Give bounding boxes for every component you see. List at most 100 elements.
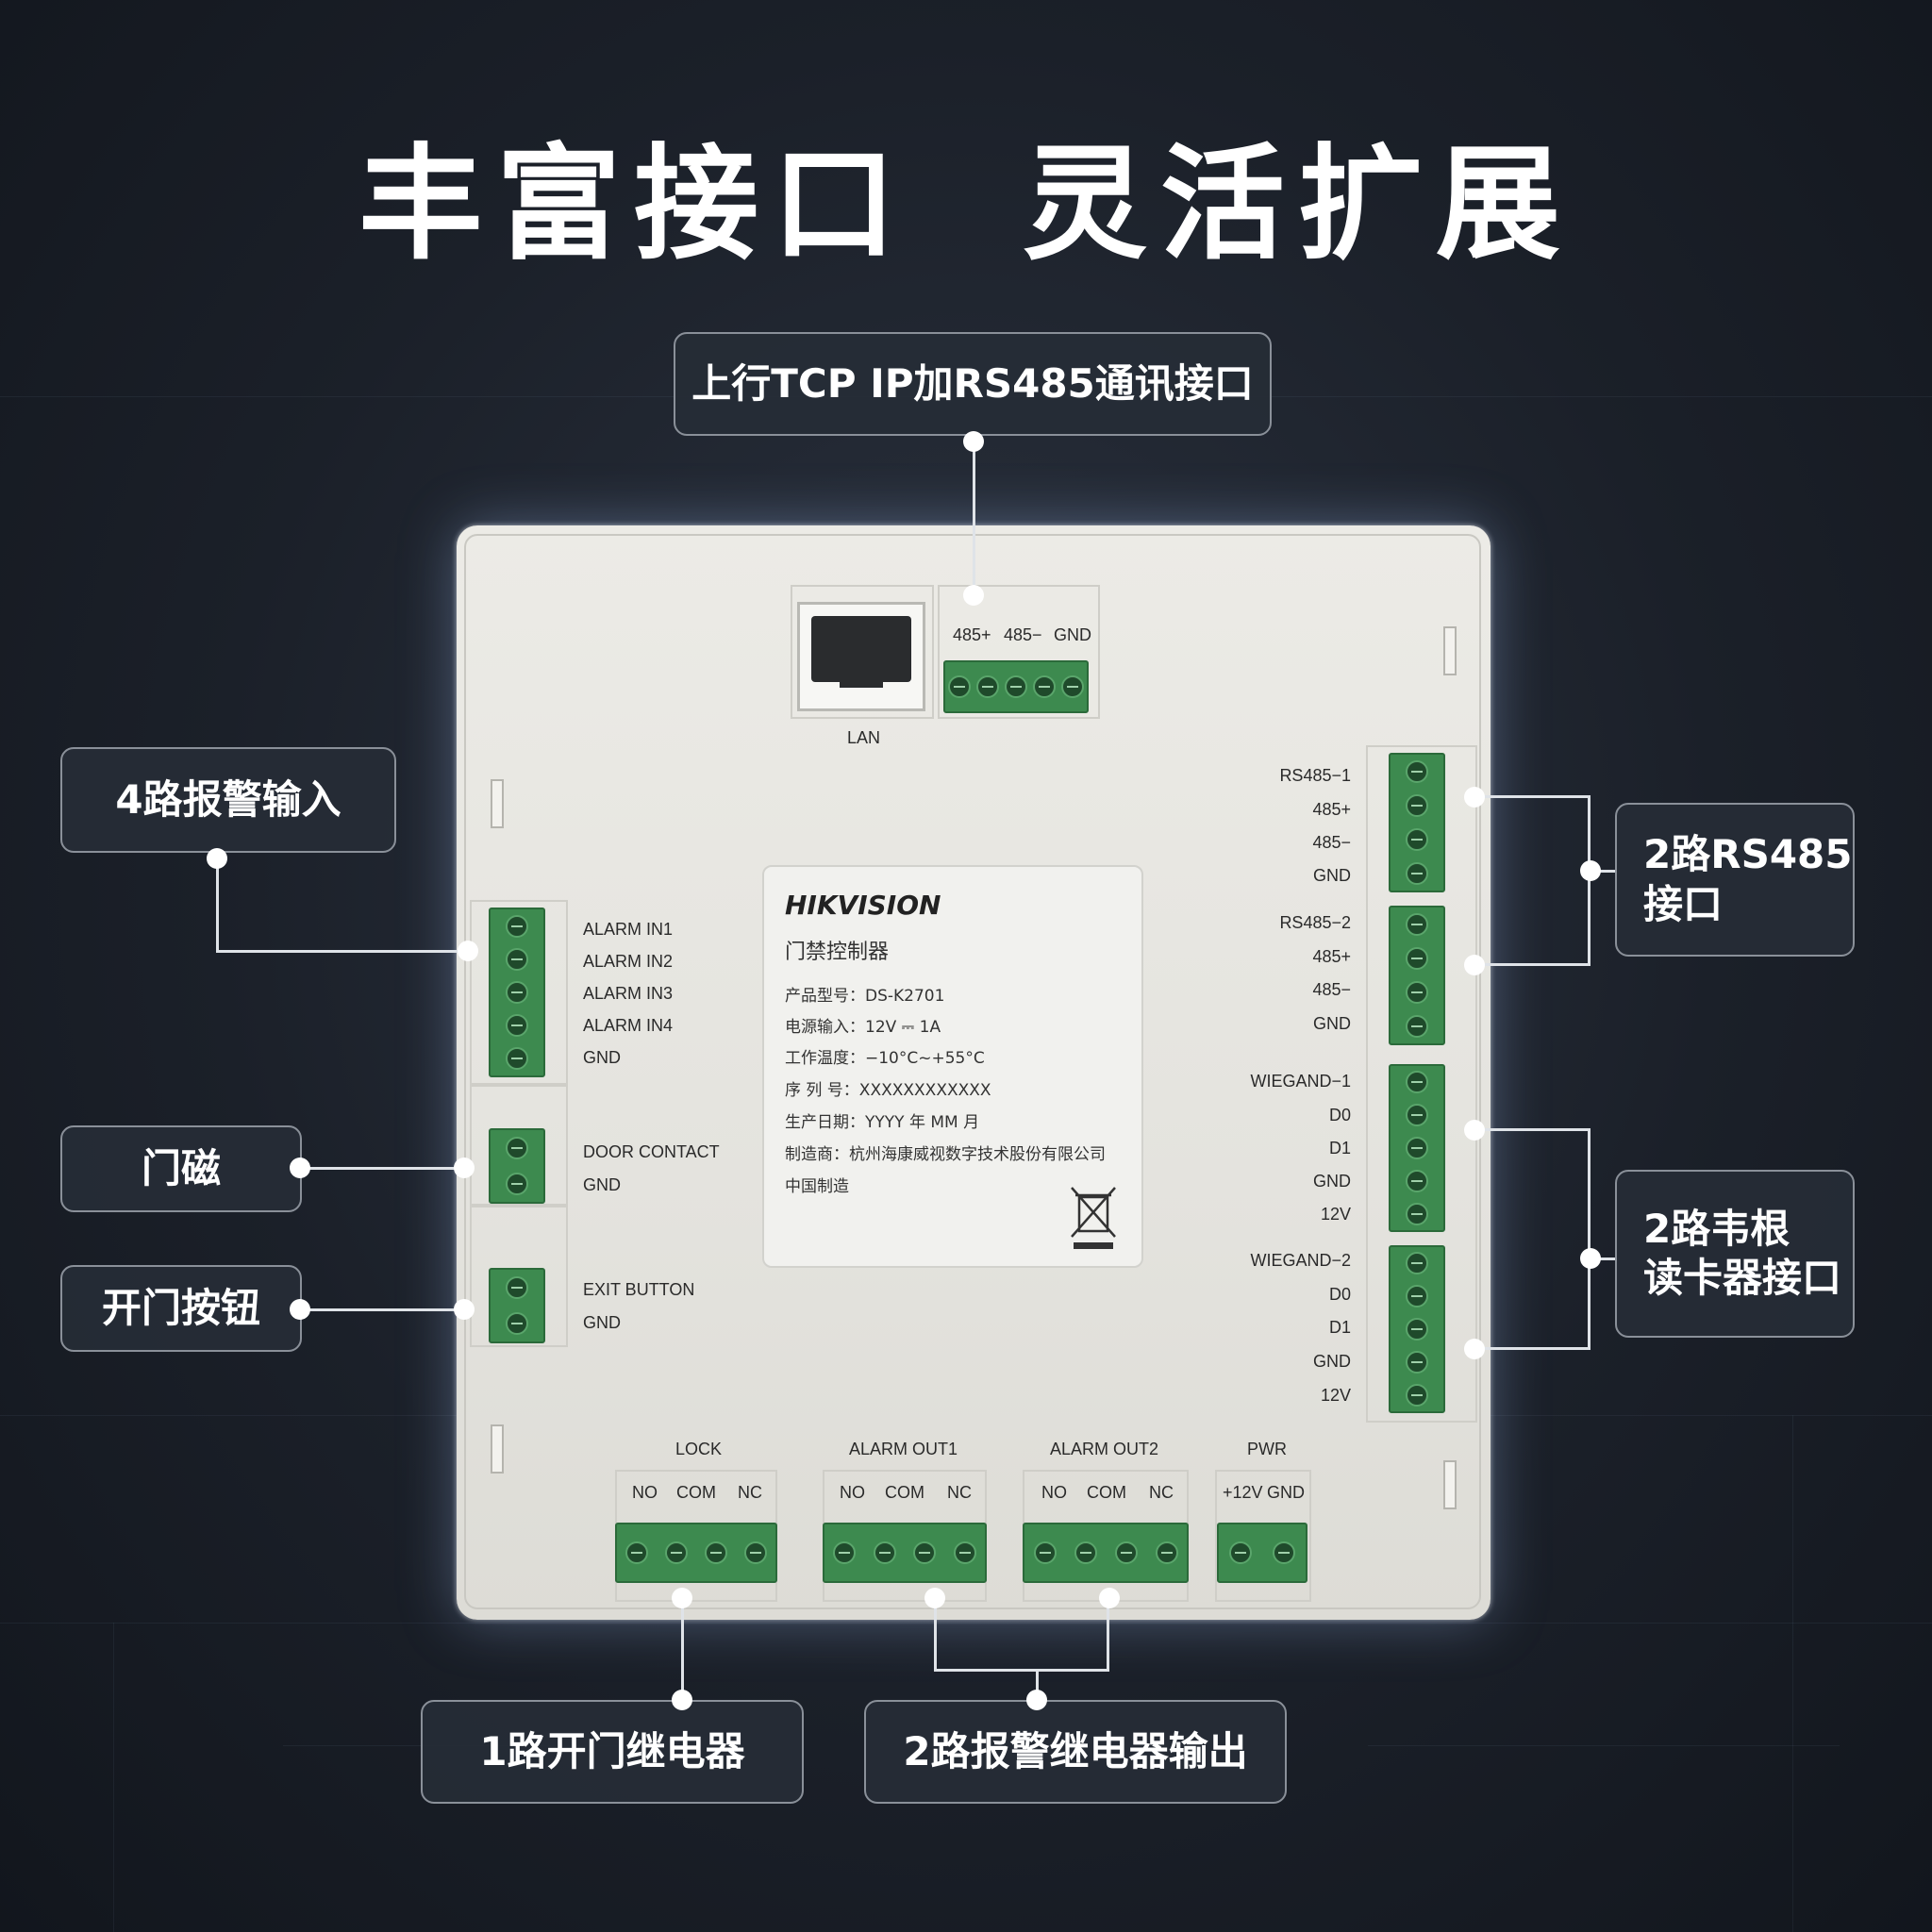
screw-icon (1406, 1317, 1428, 1341)
lan-label: LAN (847, 728, 881, 747)
alarm-out2-no-label: NO (1041, 1483, 1067, 1502)
callout-uplink-text: 上行TCP IP加RS485通讯接口 (691, 359, 1254, 407)
alarm-out2-nc-label: NC (1149, 1483, 1174, 1502)
exit-button-label: EXIT BUTTON (583, 1280, 695, 1299)
product-name: 门禁控制器 (785, 941, 890, 964)
production-date: 生产日期：YYYY 年 MM 月 (785, 1113, 980, 1132)
wiegand-1-terminal[interactable] (1389, 1064, 1445, 1232)
leader-dot (290, 1158, 310, 1178)
screw-icon (506, 1173, 528, 1195)
screw-icon (1406, 981, 1428, 1004)
callout-wiegand-text: 2路韦根 读卡器接口 (1643, 1205, 1842, 1302)
alarm-in1-label: ALARM IN1 (583, 920, 674, 939)
callout-door-contact-text: 门磁 (141, 1144, 221, 1191)
screw-icon (506, 1137, 528, 1159)
screw-icon (1114, 1541, 1138, 1564)
callout-exit-button: 开门按钮 (60, 1265, 302, 1352)
screw-icon (953, 1541, 976, 1564)
screw-icon (1061, 675, 1084, 698)
lock-com-label: COM (676, 1483, 716, 1502)
alarm-out1-no-label: NO (840, 1483, 865, 1502)
alarm-out1-group-label: ALARM OUT1 (849, 1440, 958, 1458)
callout-alarm-input: 4路报警输入 (60, 747, 396, 853)
rs485-1-gnd-label: GND (1313, 866, 1351, 885)
screw-icon (1033, 1541, 1057, 1564)
screw-icon (506, 1047, 528, 1071)
screw-icon (506, 1276, 528, 1299)
wiegand-2-d1-label: D1 (1328, 1318, 1351, 1337)
alarm-in2-label: ALARM IN2 (583, 952, 674, 971)
alarm-in-housing (470, 900, 568, 1085)
wiegand-2-label: WIEGAND−2 (1250, 1251, 1351, 1270)
screw-icon (506, 947, 528, 971)
alarm-in3-label: ALARM IN3 (583, 984, 674, 1003)
leader-dot (1464, 955, 1485, 975)
rs485-2-terminal[interactable] (1389, 906, 1445, 1045)
leader-bracket (1474, 795, 1591, 966)
screw-icon (1155, 1541, 1178, 1564)
pwr-group-label: PWR (1247, 1440, 1287, 1458)
callout-lock-relay-text: 1路开门继电器 (479, 1727, 745, 1774)
rs485-1-terminal[interactable] (1389, 753, 1445, 892)
leader-line (300, 1167, 466, 1170)
alarm-out1-nc-label: NC (947, 1483, 972, 1502)
lan-housing (791, 585, 934, 719)
screw-icon (913, 1541, 937, 1564)
screw-icon (1406, 1136, 1428, 1159)
screw-icon (873, 1541, 896, 1564)
rs485-1-label: RS485−1 (1279, 766, 1351, 785)
screw-icon (1406, 760, 1428, 783)
rs485-1-plus-label: 485+ (1312, 800, 1351, 819)
brand-logo: HIKVISION (785, 890, 941, 921)
rs485-2-minus-label: 485− (1312, 980, 1351, 999)
door-contact-terminal[interactable] (489, 1128, 545, 1204)
rs485-2-label: RS485−2 (1279, 913, 1351, 932)
screw-icon (1406, 947, 1428, 970)
mount-slot (1443, 626, 1457, 675)
screw-icon (1229, 1541, 1252, 1564)
wiegand-2-d0-label: D0 (1328, 1285, 1351, 1304)
wiegand-1-12v-label: 12V (1320, 1205, 1351, 1224)
callout-alarm-output-text: 2路报警继电器输出 (903, 1727, 1248, 1774)
alarm-out1-terminal[interactable] (823, 1523, 987, 1583)
callout-uplink: 上行TCP IP加RS485通讯接口 (674, 332, 1272, 436)
product-model: 产品型号：DS-K2701 (785, 987, 945, 1006)
exit-button-terminal[interactable] (489, 1268, 545, 1343)
leader-line (681, 1598, 684, 1700)
pwr-housing (1215, 1470, 1311, 1602)
top-485-housing (938, 585, 1100, 719)
product-label-plate: HIKVISION 门禁控制器 产品型号：DS-K2701 电源输入：12V ⎓… (762, 865, 1143, 1268)
pwr-12v-label: +12V (1223, 1483, 1263, 1502)
page-title: 丰富接口 灵活扩展 (358, 132, 1574, 277)
mount-slot (491, 1424, 504, 1474)
rs485-1-minus-label: 485− (1312, 833, 1351, 852)
callout-door-contact: 门磁 (60, 1125, 302, 1212)
screw-icon (1406, 828, 1428, 851)
leader-dot (963, 431, 984, 452)
door-contact-label: DOOR CONTACT (583, 1142, 720, 1161)
leader-dot (672, 1588, 692, 1608)
top-485-terminal[interactable] (943, 660, 1089, 713)
pwr-gnd-label: GND (1267, 1483, 1305, 1502)
weee-bin-icon (1071, 1187, 1116, 1249)
wiegand-2-terminal[interactable] (1389, 1245, 1445, 1413)
rs485-2-plus-label: 485+ (1312, 947, 1351, 966)
alarm-out2-terminal[interactable] (1023, 1523, 1189, 1583)
lock-terminal[interactable] (615, 1523, 777, 1583)
screw-icon (625, 1541, 648, 1564)
screw-icon (1074, 1541, 1097, 1564)
pwr-terminal[interactable] (1217, 1523, 1307, 1583)
callout-lock-relay: 1路开门继电器 (421, 1700, 804, 1804)
top-485-minus-label: 485− (1004, 625, 1042, 644)
lan-port[interactable] (797, 602, 925, 711)
screw-icon (1406, 1104, 1428, 1127)
leader-dot (963, 585, 984, 606)
screw-icon (506, 1312, 528, 1335)
callout-wiegand: 2路韦根 读卡器接口 (1615, 1170, 1855, 1338)
leader-dot (290, 1299, 310, 1320)
screw-icon (506, 914, 528, 938)
screw-icon (1406, 1169, 1428, 1192)
operating-temp: 工作温度：−10°C~+55°C (785, 1049, 985, 1068)
made-in: 中国制造 (785, 1177, 849, 1196)
alarm-in-terminal[interactable] (489, 908, 545, 1077)
